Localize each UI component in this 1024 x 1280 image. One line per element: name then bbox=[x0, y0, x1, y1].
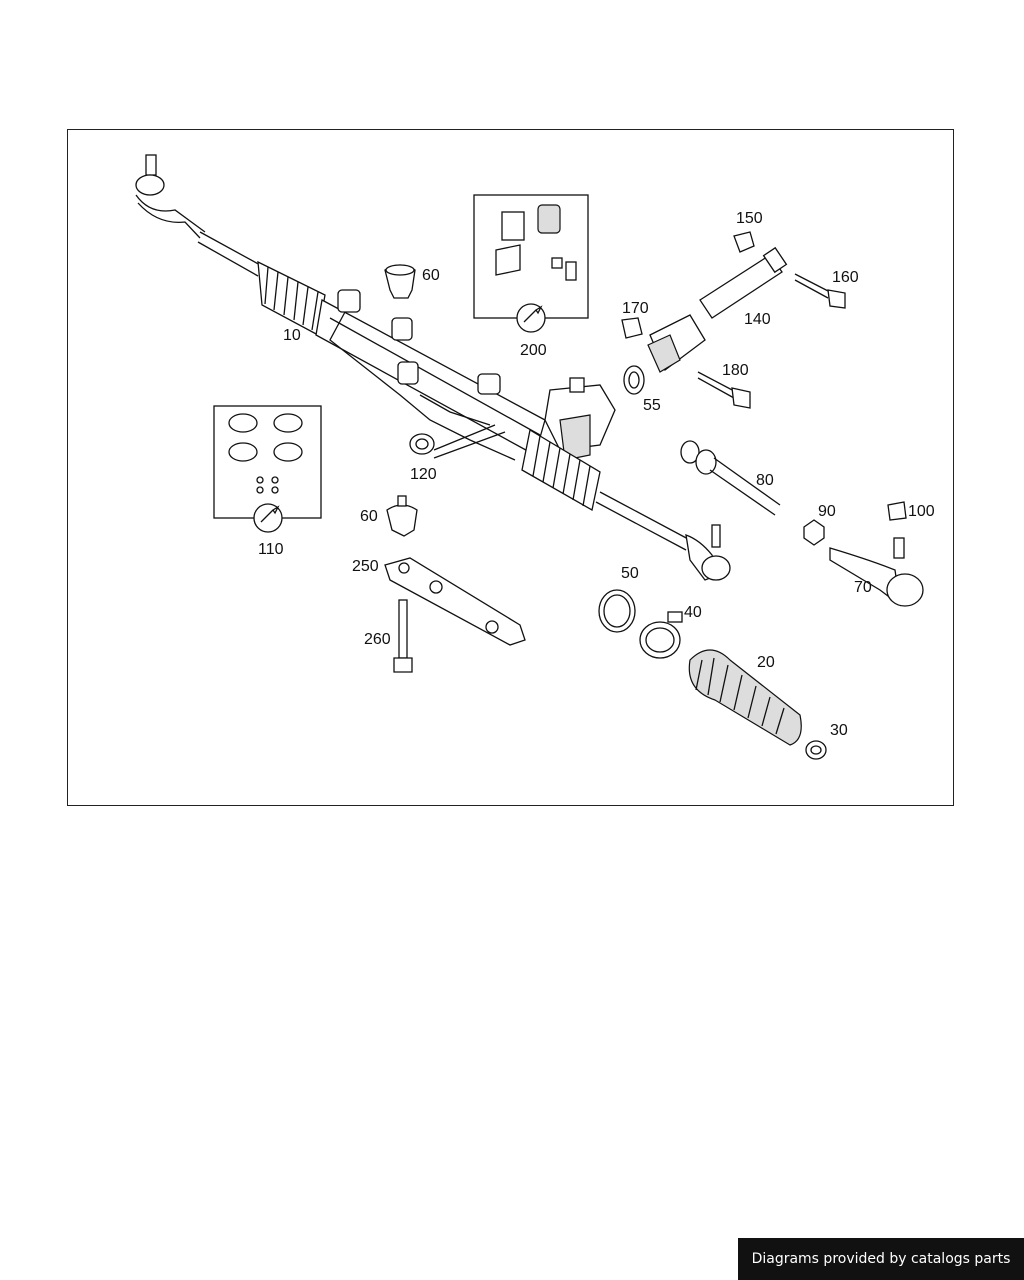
nut-150[interactable] bbox=[733, 231, 755, 253]
callout-100: 100 bbox=[908, 503, 935, 520]
callout-55: 55 bbox=[643, 397, 661, 414]
callout-90: 90 bbox=[818, 503, 836, 520]
callout-60-top: 60 bbox=[422, 267, 440, 284]
seal-ring-55[interactable] bbox=[623, 365, 645, 395]
callout-160: 160 bbox=[832, 269, 859, 286]
callout-20: 20 bbox=[757, 654, 775, 671]
ring-50[interactable] bbox=[598, 589, 636, 633]
callout-180: 180 bbox=[722, 362, 749, 379]
bolt-260[interactable] bbox=[393, 599, 413, 673]
steering-rack-assembly[interactable] bbox=[135, 154, 731, 581]
callout-80: 80 bbox=[756, 472, 774, 489]
callout-170: 170 bbox=[622, 300, 649, 317]
mount-bushing-60-lower[interactable] bbox=[386, 495, 418, 537]
callout-60-lower: 60 bbox=[360, 508, 378, 525]
callout-140: 140 bbox=[744, 311, 771, 328]
callout-10: 10 bbox=[283, 327, 301, 344]
mount-bushing-60-top[interactable] bbox=[384, 264, 416, 299]
tie-rod-end-70[interactable] bbox=[829, 537, 924, 607]
callout-30: 30 bbox=[830, 722, 848, 739]
inner-tie-rod-80[interactable] bbox=[680, 440, 781, 516]
callout-120: 120 bbox=[410, 466, 437, 483]
nut-170[interactable] bbox=[621, 317, 643, 339]
callout-40: 40 bbox=[684, 604, 702, 621]
clamp-40[interactable] bbox=[639, 611, 683, 659]
intermediate-shaft-140[interactable] bbox=[647, 246, 788, 373]
seal-kit-box-110[interactable] bbox=[213, 405, 322, 533]
nut-100[interactable] bbox=[887, 501, 907, 521]
bolt-180[interactable] bbox=[697, 371, 751, 409]
callout-50: 50 bbox=[621, 565, 639, 582]
clamp-30[interactable] bbox=[805, 740, 827, 760]
bracket-plate-250[interactable] bbox=[384, 557, 526, 646]
callout-260: 260 bbox=[364, 631, 391, 648]
footer-credit: Diagrams provided by catalogs parts bbox=[738, 1238, 1024, 1280]
kit-box-200[interactable] bbox=[473, 194, 589, 333]
callout-200: 200 bbox=[520, 342, 547, 359]
bellow-20[interactable] bbox=[688, 649, 802, 746]
nut-90[interactable] bbox=[803, 519, 825, 546]
bolt-160[interactable] bbox=[794, 273, 846, 309]
callout-250: 250 bbox=[352, 558, 379, 575]
callout-110: 110 bbox=[258, 541, 284, 558]
callout-70: 70 bbox=[854, 579, 872, 596]
washer-120[interactable] bbox=[409, 424, 506, 459]
diagram-frame bbox=[67, 129, 954, 806]
callout-150: 150 bbox=[736, 210, 763, 227]
